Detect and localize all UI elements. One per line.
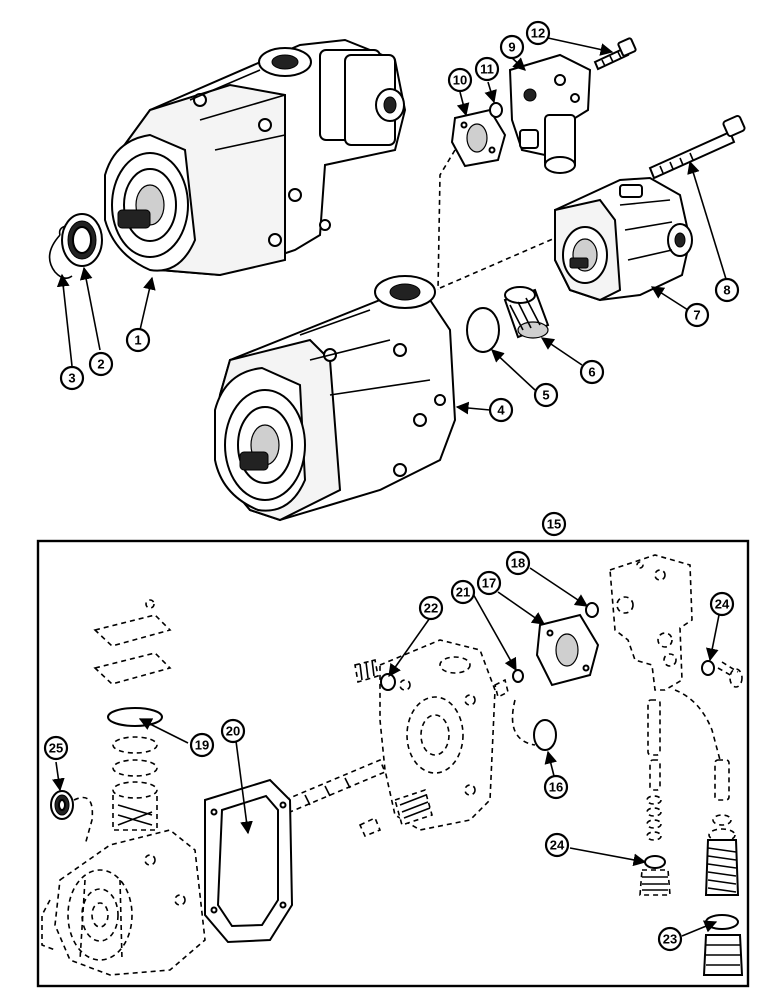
callout-16: 16: [543, 774, 569, 800]
svg-text:20: 20: [226, 724, 240, 739]
control-valve-body: [609, 554, 693, 691]
pump-body-dashed-left: [54, 829, 206, 976]
svg-text:11: 11: [480, 62, 494, 77]
assembly-line-plate-to-pump: [437, 149, 456, 291]
coupling-6: [503, 286, 550, 339]
svg-text:9: 9: [508, 40, 515, 55]
svg-text:23: 23: [663, 932, 677, 947]
gasket-stack-left: [93, 599, 172, 831]
spool-center: [283, 758, 433, 838]
long-bolt-8: [648, 114, 746, 180]
callout-4: 4: [488, 397, 514, 423]
callout-8: 8: [714, 277, 740, 303]
svg-text:24: 24: [715, 597, 730, 612]
shaft-seal-25: [41, 790, 94, 951]
fitting-24-upper: [701, 660, 743, 688]
callout-3: 3: [59, 365, 85, 391]
svg-text:3: 3: [68, 371, 75, 386]
hydraulic-pump-assembly-upper: [103, 38, 407, 277]
svg-text:5: 5: [542, 388, 549, 403]
cover-plate-10: [450, 108, 507, 168]
callout-12: 12: [525, 20, 551, 46]
center-housing: [379, 639, 496, 831]
callout-7: 7: [684, 302, 710, 328]
svg-text:15: 15: [547, 517, 561, 532]
callout-24-upper: 24: [709, 591, 735, 617]
callout-20: 20: [220, 718, 246, 744]
callout-1: 1: [125, 327, 151, 353]
callout-17: 17: [476, 570, 502, 596]
svg-text:25: 25: [49, 741, 63, 756]
callout-25: 25: [43, 735, 69, 761]
plug-22: [354, 659, 396, 691]
o-ring-5: [466, 307, 500, 353]
leader-lines: [52, 37, 727, 937]
svg-text:6: 6: [588, 365, 595, 380]
svg-text:18: 18: [511, 556, 525, 571]
svg-text:4: 4: [497, 403, 505, 418]
callout-18: 18: [505, 550, 531, 576]
hydraulic-pump-assembly-lower: [213, 275, 457, 522]
spring-plug-stack: [674, 689, 744, 976]
callout-24-lower: 24: [544, 832, 570, 858]
callout-11: 11: [474, 56, 500, 82]
callout-22: 22: [418, 595, 444, 621]
valve-block-9: [508, 53, 592, 174]
assembly-line-pump-to-gearpump: [439, 237, 556, 289]
svg-text:22: 22: [424, 601, 438, 616]
svg-text:1: 1: [134, 333, 141, 348]
gear-pump-7: [554, 176, 693, 302]
callout-23: 23: [657, 926, 683, 952]
svg-text:2: 2: [97, 357, 104, 372]
gasket-20: [204, 778, 294, 944]
svg-text:12: 12: [531, 26, 545, 41]
callout-5: 5: [533, 382, 559, 408]
callout-9: 9: [499, 34, 525, 60]
callout-19: 19: [189, 732, 215, 758]
spool-stack: [639, 699, 671, 896]
svg-text:17: 17: [482, 576, 496, 591]
callout-2: 2: [88, 351, 114, 377]
svg-text:7: 7: [693, 308, 700, 323]
shaft-seal-2: [61, 213, 103, 267]
callout-21: 21: [450, 579, 476, 605]
svg-text:8: 8: [723, 283, 730, 298]
o-ring-16: [511, 699, 557, 751]
o-ring-18: [585, 602, 599, 618]
plug-21: [494, 669, 524, 699]
svg-text:19: 19: [195, 738, 209, 753]
inset-box-15: [36, 539, 750, 988]
svg-text:21: 21: [456, 585, 470, 600]
callout-10: 10: [447, 67, 473, 93]
svg-text:24: 24: [550, 838, 565, 853]
cover-plate-17: [535, 613, 600, 687]
svg-text:10: 10: [453, 73, 467, 88]
o-ring-11: [489, 102, 503, 118]
callout-15: 15: [541, 511, 567, 537]
cap-screw-12: [593, 37, 637, 71]
callout-6: 6: [579, 359, 605, 385]
svg-text:16: 16: [549, 780, 563, 795]
